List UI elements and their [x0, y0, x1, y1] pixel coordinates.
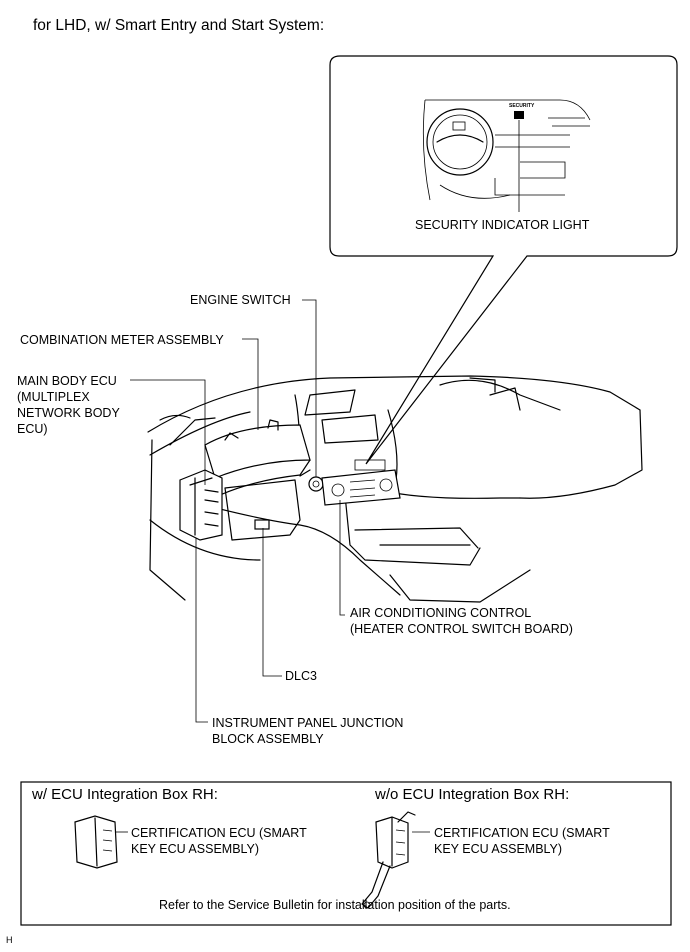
- bottom-info-box: [20, 781, 672, 926]
- certification-ecu-right-label: CERTIFICATION ECU (SMART KEY ECU ASSEMBL…: [434, 825, 610, 857]
- main-body-ecu-label-line-1: MAIN BODY ECU: [17, 374, 117, 388]
- engine-switch-leader: [302, 299, 317, 477]
- junction-block-label-line-2: BLOCK ASSEMBLY: [212, 732, 324, 746]
- security-indicator-icon: [514, 111, 524, 119]
- certification-ecu-right-drawing: [361, 811, 430, 909]
- certification-ecu-right-label-line-1: CERTIFICATION ECU (SMART: [434, 826, 610, 840]
- service-bulletin-note: Refer to the Service Bulletin for instal…: [159, 898, 511, 912]
- air-conditioning-label-line-1: AIR CONDITIONING CONTROL: [350, 606, 532, 620]
- certification-ecu-left-label-line-2: KEY ECU ASSEMBLY): [131, 842, 260, 856]
- security-indicator-light-label: SECURITY INDICATOR LIGHT: [415, 218, 590, 232]
- certification-ecu-left-drawing: [74, 815, 128, 869]
- combination-meter-label: COMBINATION METER ASSEMBLY: [20, 333, 224, 347]
- dlc3-connector: [254, 519, 270, 530]
- main-body-ecu-label: MAIN BODY ECU (MULTIPLEX NETWORK BODY EC…: [17, 373, 120, 437]
- main-body-ecu-label-line-3: NETWORK BODY: [17, 406, 120, 420]
- air-conditioning-label-line-2: (HEATER CONTROL SWITCH BOARD): [350, 622, 573, 636]
- certification-ecu-left-label: CERTIFICATION ECU (SMART KEY ECU ASSEMBL…: [131, 825, 307, 857]
- certification-ecu-left-label-line-1: CERTIFICATION ECU (SMART: [131, 826, 307, 840]
- page-title: for LHD, w/ Smart Entry and Start System…: [33, 17, 325, 34]
- air-conditioning-leader: [339, 500, 345, 616]
- security-badge-text: SECURITY: [509, 103, 535, 109]
- main-body-ecu-drawing: [179, 469, 223, 541]
- inset-callout-frame: [329, 55, 678, 465]
- main-body-ecu-leader: [130, 379, 206, 485]
- left-box-header: w/ ECU Integration Box RH:: [32, 786, 218, 803]
- engine-switch-drawing: [299, 469, 324, 492]
- junction-block-label: INSTRUMENT PANEL JUNCTION BLOCK ASSEMBLY: [212, 715, 403, 747]
- ac-control-drawing: [321, 459, 401, 506]
- main-body-ecu-label-line-2: (MULTIPLEX: [17, 390, 90, 404]
- inset-security-panel: [422, 99, 591, 212]
- air-conditioning-label: AIR CONDITIONING CONTROL (HEATER CONTROL…: [350, 605, 573, 637]
- certification-ecu-right-label-line-2: KEY ECU ASSEMBLY): [434, 842, 563, 856]
- junction-block-leader: [195, 538, 208, 723]
- corner-mark: H: [6, 935, 13, 945]
- main-body-ecu-label-line-4: ECU): [17, 422, 48, 436]
- engine-switch-label: ENGINE SWITCH: [190, 293, 291, 307]
- junction-block-label-line-1: INSTRUMENT PANEL JUNCTION: [212, 716, 404, 730]
- combination-meter-leader: [242, 338, 259, 430]
- dlc3-label: DLC3: [285, 669, 317, 683]
- right-box-header: w/o ECU Integration Box RH:: [375, 786, 570, 803]
- dashboard-illustration: [147, 375, 643, 603]
- dlc3-leader: [262, 528, 282, 677]
